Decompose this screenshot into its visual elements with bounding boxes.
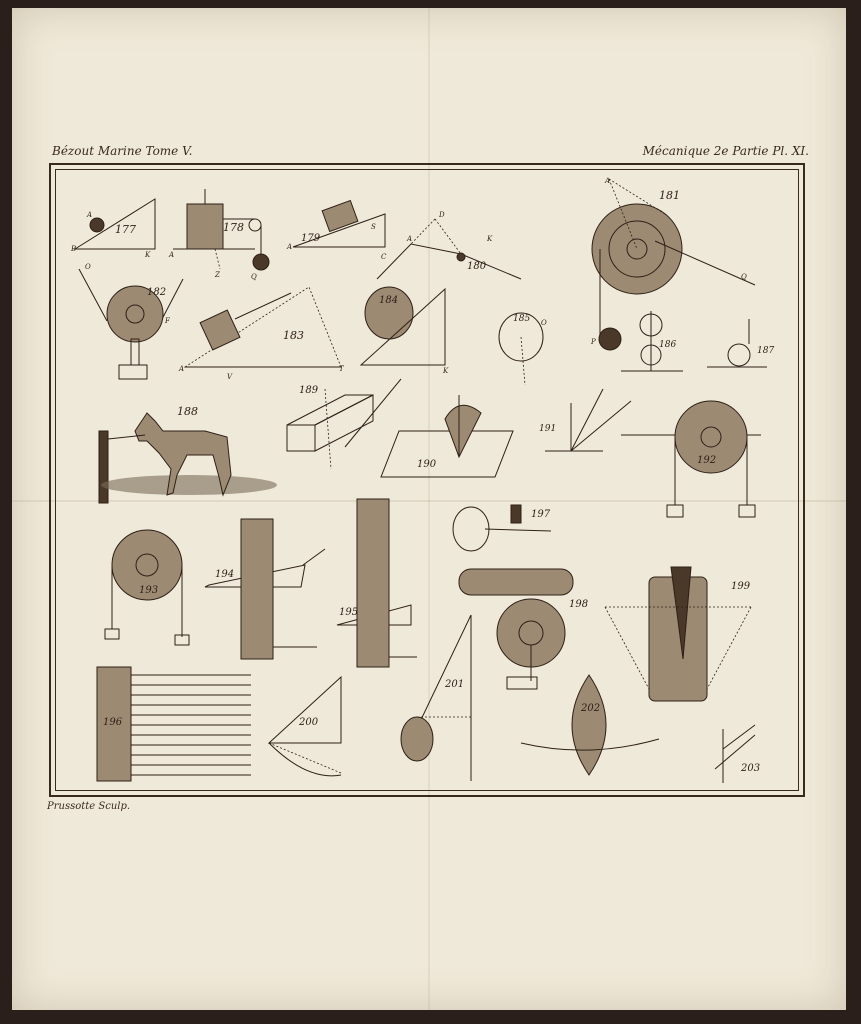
figure-186: 186: [621, 311, 683, 372]
figure-195: 195: [336, 498, 417, 668]
plate-frame-inner: [55, 169, 799, 791]
figure-number: 199: [731, 581, 751, 592]
figure-185: 185 O: [498, 312, 547, 386]
figure-201: 201: [400, 614, 472, 781]
svg-text:C: C: [381, 253, 387, 261]
engraver-credit: Prussotte Sculp.: [47, 801, 131, 812]
figure-182: 182 O F: [78, 263, 184, 380]
figure-178: 178 A Z Q: [168, 189, 270, 281]
svg-text:S: S: [371, 223, 376, 231]
figure-number: 202: [580, 703, 600, 714]
figure-number: 191: [539, 424, 556, 434]
svg-text:O: O: [85, 263, 91, 271]
figure-184: 184 K: [359, 286, 449, 375]
figure-number: 189: [299, 385, 319, 396]
figure-number: 201: [444, 679, 464, 690]
svg-text:D: D: [438, 211, 445, 219]
figure-202: 202: [520, 674, 660, 776]
svg-text:T: T: [339, 365, 345, 373]
figure-number: 181: [659, 189, 680, 202]
plate-frame-outer: [49, 163, 805, 797]
svg-text:A: A: [286, 243, 292, 251]
figure-number: 195: [339, 607, 358, 618]
fold-line-horizontal: [12, 500, 846, 502]
figure-number: 198: [569, 599, 588, 610]
figure-196: 196: [96, 666, 251, 782]
paper-sheet: [12, 8, 846, 1010]
svg-text:K: K: [442, 367, 449, 375]
fold-line-vertical: [428, 8, 430, 1010]
svg-text:A: A: [604, 177, 610, 185]
figure-number: 188: [177, 405, 198, 418]
header-right: Mécanique 2e Partie Pl. XI.: [642, 144, 809, 158]
figure-number: 196: [103, 717, 123, 728]
figure-number: 203: [740, 763, 760, 774]
figure-number: 180: [467, 261, 487, 272]
figure-197: 197: [452, 504, 552, 552]
figure-number: 185: [513, 314, 530, 324]
figure-189: 189: [286, 378, 402, 470]
figure-number: 187: [757, 346, 774, 356]
figure-183: 183 A T V: [178, 286, 345, 381]
figure-number: 197: [531, 509, 551, 520]
svg-text:Q: Q: [251, 273, 257, 281]
svg-text:Q: Q: [741, 273, 747, 281]
figure-number: 193: [139, 585, 158, 596]
figure-193: 193: [104, 529, 190, 646]
figure-number: 192: [697, 455, 716, 466]
svg-text:A: A: [86, 211, 92, 219]
figure-181: 181 A P Q: [590, 177, 756, 351]
figure-190: 190: [380, 395, 514, 478]
svg-text:P: P: [590, 338, 596, 346]
figure-number: 184: [379, 295, 398, 306]
figure-187: 187: [707, 319, 774, 368]
figure-number: 179: [301, 233, 321, 244]
figure-179: 179 A C S: [286, 199, 387, 261]
figure-194: 194: [204, 518, 326, 660]
figure-203: 203: [714, 724, 760, 783]
figure-number: 194: [215, 569, 234, 580]
figure-number: 177: [115, 223, 136, 236]
figure-180: 180 A D K: [376, 211, 522, 280]
svg-text:Z: Z: [214, 271, 220, 279]
figure-188: 188: [98, 405, 277, 504]
figure-191: 191: [539, 388, 632, 452]
svg-text:A: A: [168, 251, 174, 259]
svg-text:V: V: [227, 373, 233, 381]
svg-text:A: A: [178, 365, 184, 373]
svg-text:A: A: [406, 235, 412, 243]
svg-text:O: O: [541, 319, 547, 327]
header-left: Bézout Marine Tome V.: [52, 144, 193, 158]
figure-number: 200: [298, 717, 319, 728]
figure-number: 183: [283, 329, 304, 342]
figure-198: 198: [458, 568, 588, 690]
figure-199: 199: [604, 566, 752, 702]
figure-number: 190: [417, 459, 437, 470]
figure-177: 177 B K A: [70, 198, 156, 259]
figure-number: 186: [659, 340, 676, 350]
svg-text:F: F: [164, 317, 171, 325]
figure-200: 200: [267, 675, 342, 777]
figure-192: 192: [621, 400, 761, 518]
svg-text:K: K: [144, 251, 151, 259]
svg-text:K: K: [486, 235, 493, 243]
svg-text:B: B: [70, 245, 76, 253]
figure-number: 178: [223, 221, 244, 234]
engraved-plate: 177 B K A 178 A Z Q 179 A C S 180 A D K: [70, 177, 774, 783]
figure-number: 182: [147, 287, 166, 298]
